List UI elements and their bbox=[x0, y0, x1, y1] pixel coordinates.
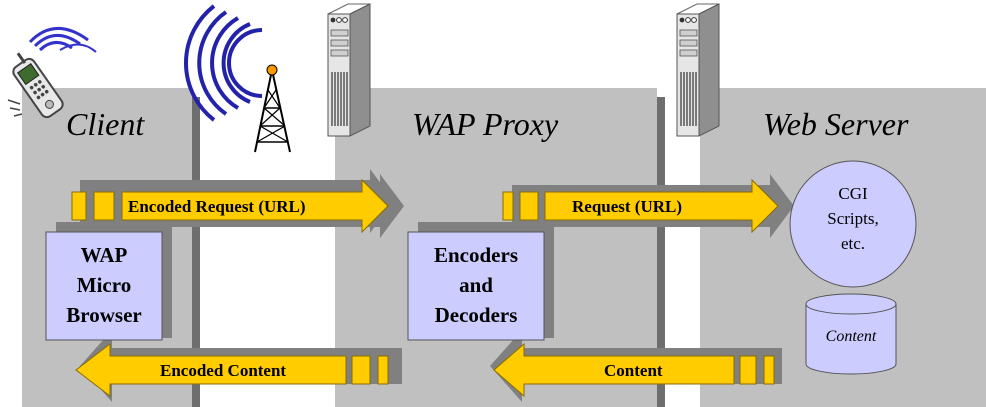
encoded-request-label: Encoded Request (URL) bbox=[128, 197, 306, 216]
client-title: Client bbox=[66, 106, 145, 142]
wap-micro-browser-box: WAP Micro Browser bbox=[45, 222, 172, 341]
server-icon bbox=[676, 3, 720, 137]
cgi-line-2: Scripts, bbox=[827, 209, 878, 228]
codec-line-2: and bbox=[459, 273, 493, 297]
encoded-content-arrow: Encoded Content bbox=[75, 330, 402, 402]
server-icon bbox=[327, 3, 371, 137]
cgi-line-3: etc. bbox=[841, 234, 865, 253]
request-label: Request (URL) bbox=[572, 197, 682, 216]
phone-icon bbox=[7, 27, 97, 119]
codec-line-1: Encoders bbox=[434, 243, 518, 267]
cgi-line-1: CGI bbox=[838, 184, 868, 203]
codec-line-3: Decoders bbox=[435, 303, 518, 327]
content-arrow-label: Content bbox=[604, 361, 663, 380]
encoders-decoders-box: Encoders and Decoders bbox=[407, 222, 554, 341]
proxy-title: WAP Proxy bbox=[412, 106, 559, 142]
browser-line-3: Browser bbox=[66, 303, 141, 327]
server-title: Web Server bbox=[763, 106, 909, 142]
request-arrow: Request (URL) bbox=[502, 174, 794, 238]
content-database-icon: Content bbox=[805, 293, 897, 375]
browser-line-1: WAP bbox=[81, 243, 128, 267]
browser-line-2: Micro bbox=[77, 273, 131, 297]
content-arrow: Content bbox=[490, 330, 782, 402]
content-database-label: Content bbox=[826, 328, 877, 345]
cgi-scripts-circle: CGI Scripts, etc. bbox=[789, 160, 917, 288]
encoded-content-label: Encoded Content bbox=[160, 361, 286, 380]
antenna-tower-icon bbox=[184, 4, 291, 153]
